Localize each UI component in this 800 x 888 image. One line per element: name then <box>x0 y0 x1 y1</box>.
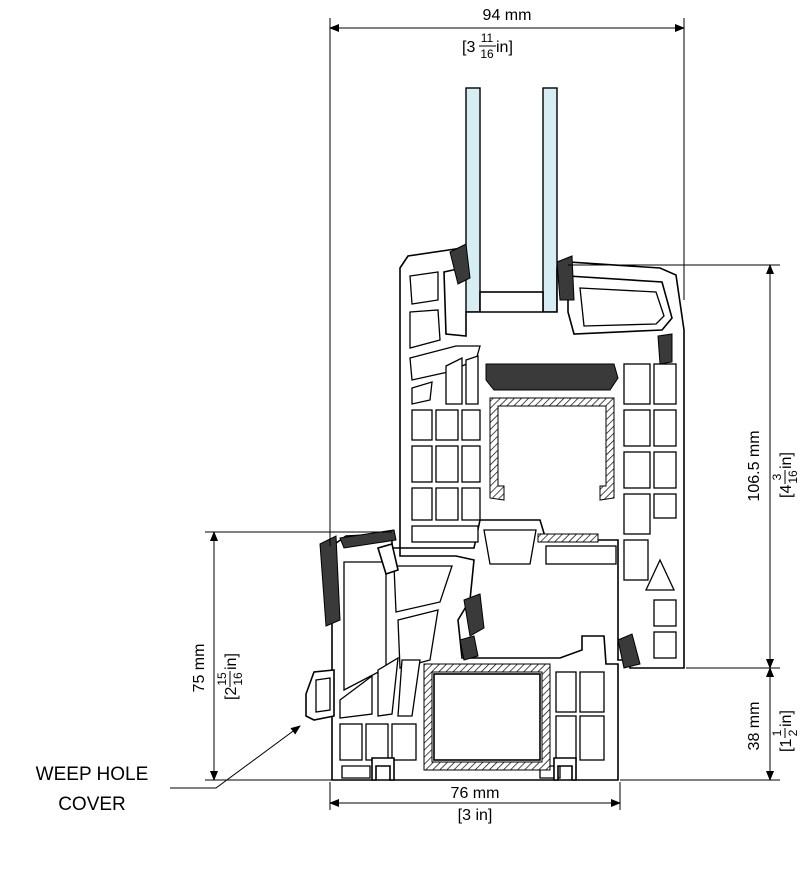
frame-overlap-imperial-whole: [1 <box>778 739 795 752</box>
overall-width-imperial-whole: [3 <box>462 39 475 56</box>
profile-section <box>305 87 685 781</box>
callout-line-2: COVER <box>58 794 126 815</box>
sash-height-fraction-den: 16 <box>786 470 800 484</box>
label-overall-width: 94 mm [3 11 16 in] <box>462 7 531 61</box>
overall-width-imperial-unit: in] <box>496 39 513 56</box>
sash-corner-gasket <box>657 333 673 365</box>
glazing-gasket-inner <box>449 243 471 285</box>
frame-chambers <box>339 561 605 779</box>
sash-bottom-steel <box>537 533 599 543</box>
frame-height-imperial-whole: [2 <box>223 687 240 700</box>
label-frame-overlap: 38 mm [1 1 2 in] <box>746 702 800 752</box>
overall-width-metric: 94 mm <box>483 7 532 24</box>
sash-top-reinforcement <box>485 363 619 391</box>
weep-hole-callout: WEEP HOLE COVER <box>36 764 149 815</box>
label-frame-height: 75 mm [2 15 16 in] <box>191 644 245 700</box>
glass-pane-outer <box>542 87 558 313</box>
frame-height-imperial-unit: in] <box>223 653 240 670</box>
weep-hole-cover-slot <box>315 677 331 713</box>
dimension-lines <box>170 18 780 810</box>
label-sash-height: 106.5 mm [4 3 16 in] <box>746 430 800 501</box>
overall-width-fraction-den: 16 <box>480 47 494 61</box>
frame-steel-reinforcement <box>423 663 551 771</box>
bead-chamber <box>579 287 665 327</box>
sash-chambers <box>409 271 677 659</box>
frame-drip-gasket <box>459 635 479 661</box>
frame-width-imperial: [3 in] <box>458 807 493 824</box>
frame-overlap-metric: 38 mm <box>746 702 763 751</box>
frame-steel-cavity <box>433 673 541 761</box>
frame-overlap-imperial-unit: in] <box>778 710 795 727</box>
overall-width-fraction-num: 11 <box>481 31 494 45</box>
sash-height-metric: 106.5 mm <box>746 430 763 501</box>
sash-steel-reinforcement <box>489 397 615 501</box>
frame-feet <box>371 757 577 781</box>
frame-height-fraction-den: 16 <box>231 672 245 686</box>
label-frame-width: 76 mm [3 in] <box>451 785 500 824</box>
frame-outer-gasket <box>319 535 341 627</box>
weep-hole-leader <box>170 725 301 789</box>
frame-width-metric: 76 mm <box>451 785 500 802</box>
glazing-gasket-outer <box>556 255 575 301</box>
sash-seal-gasket <box>617 633 641 669</box>
frame-top-cap <box>339 529 397 549</box>
callout-line-1: WEEP HOLE <box>36 764 149 785</box>
frame-overlap-fraction-num: 1 <box>770 729 784 736</box>
sash-height-imperial-whole: [4 <box>778 485 795 498</box>
frame-overlap-fraction-den: 2 <box>786 729 800 736</box>
frame-clip <box>376 542 399 576</box>
sash-height-fraction-num: 3 <box>770 473 784 480</box>
sash-height-imperial-unit: in] <box>778 452 795 469</box>
frame-center-gasket <box>463 593 485 637</box>
frame-height-metric: 75 mm <box>191 644 208 693</box>
frame-height-fraction-num: 15 <box>215 672 229 686</box>
